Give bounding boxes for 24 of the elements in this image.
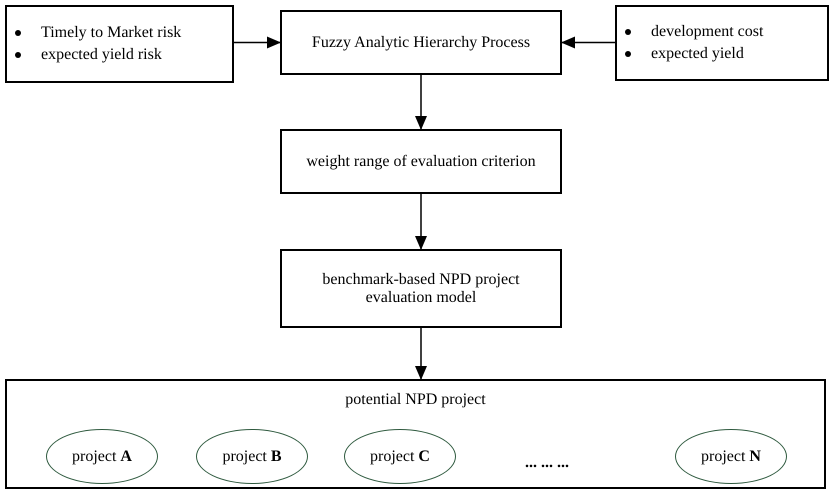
arrow (415, 194, 427, 250)
process-box (280, 129, 562, 194)
project-label: project A (71, 448, 133, 466)
process-label: weight range of evaluation criterion (305, 152, 537, 170)
process-box (280, 249, 562, 328)
group-box (5, 379, 826, 489)
arrow (415, 328, 427, 380)
ellipsis-text: ... ... ... (525, 454, 569, 472)
arrow (561, 36, 615, 48)
input-list-box (5, 5, 234, 83)
input-list-box (615, 5, 829, 81)
list-item-text: expected yield risk (41, 45, 162, 65)
project-label: project N (700, 448, 762, 466)
project-label: project B (221, 448, 283, 466)
process-label: benchmark-based NPD project evaluation model (321, 270, 521, 306)
process-box (280, 10, 562, 75)
arrow (415, 75, 427, 130)
list-item-text: development cost (651, 22, 764, 42)
group-title: potential NPD project (345, 391, 486, 409)
project-label: project C (369, 448, 431, 466)
list-item-text: expected yield (651, 44, 744, 64)
arrow (234, 36, 281, 48)
list-item-text: Timely to Market risk (41, 23, 182, 43)
process-label: Fuzzy Analytic Hierarchy Process (310, 34, 532, 52)
